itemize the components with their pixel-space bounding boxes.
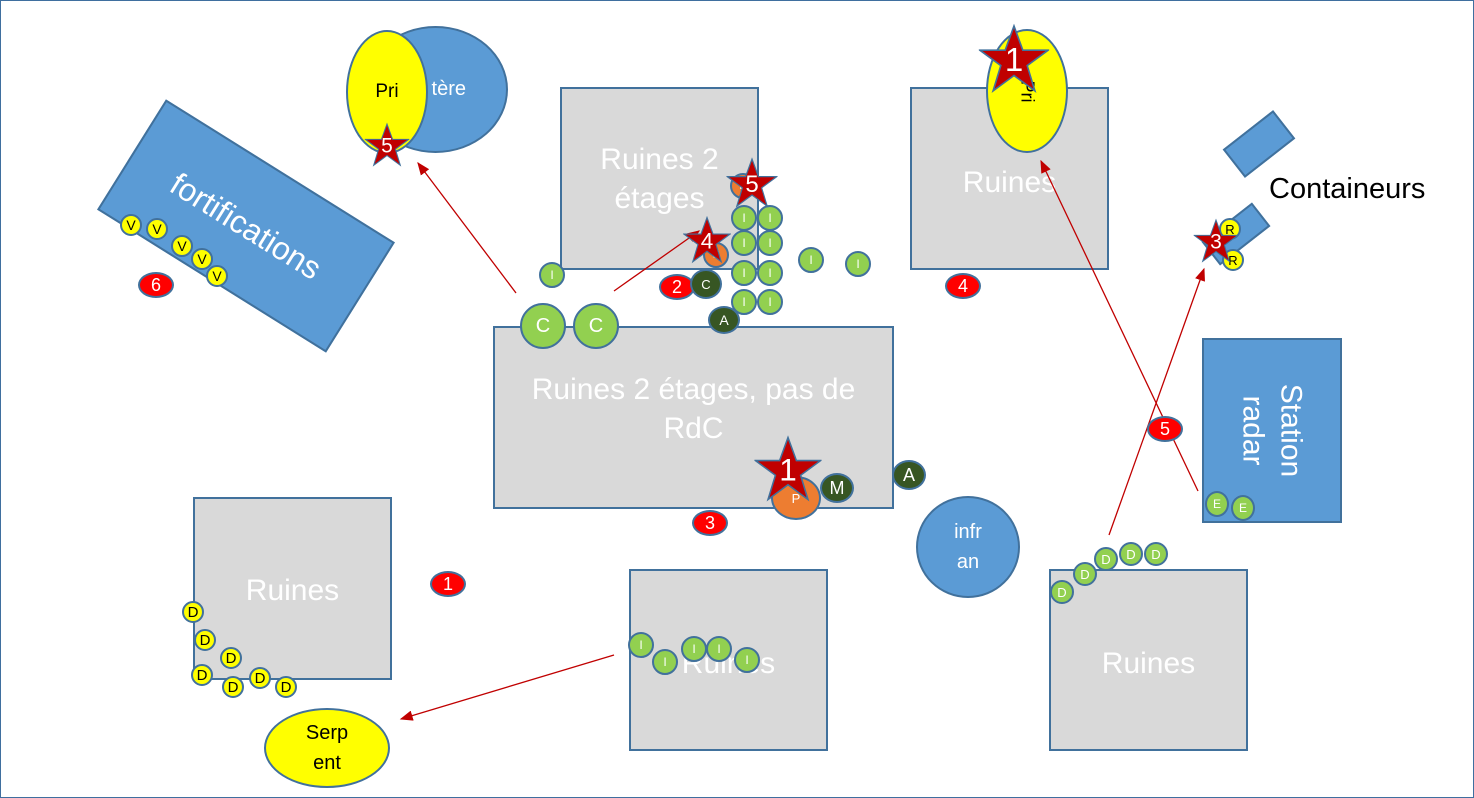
unit-token-vehicle: V xyxy=(171,235,193,257)
unit-token-infantry: I xyxy=(731,260,757,286)
unit-token-infantry: I xyxy=(731,230,757,256)
unit-token-mech: M xyxy=(820,473,854,503)
arrow-to-ruins-two-floors xyxy=(613,230,701,292)
arrow-to-containers xyxy=(1108,267,1205,536)
star-marker: 5 xyxy=(726,157,778,208)
star-marker: 5 xyxy=(364,122,410,168)
unit-token-infantry: I xyxy=(798,247,824,273)
star-label: 3 xyxy=(1210,230,1222,254)
unit-token-defender: D xyxy=(249,667,271,689)
star-label: 1 xyxy=(1004,42,1024,79)
unit-token-commander: C xyxy=(520,303,566,349)
star-icon xyxy=(978,23,1050,94)
unit-token-infantry: I xyxy=(757,205,783,231)
unit-token-infantry: I xyxy=(681,636,707,662)
ruins-two-floors: Ruines 2 étages xyxy=(560,87,759,270)
ruins-left-bottom-label: Ruines xyxy=(245,574,340,607)
star-label: 5 xyxy=(745,171,759,198)
star-icon xyxy=(364,122,410,167)
unit-token-infantry: I xyxy=(731,205,757,231)
objective-marker: 5 xyxy=(1147,416,1183,442)
objective-marker: 6 xyxy=(138,272,174,298)
star-marker: 4 xyxy=(683,216,731,264)
unit-token-defender: D xyxy=(194,629,216,651)
star-label: 1 xyxy=(779,453,797,488)
containers-label: Containeurs xyxy=(1269,173,1426,205)
unit-token-infantry: I xyxy=(757,289,783,315)
star-icon xyxy=(726,157,778,208)
unit-token-defender-green: D xyxy=(1144,542,1168,566)
unit-token-commander: C xyxy=(573,303,619,349)
unit-token-defender: D xyxy=(182,601,204,623)
cemetery-label: tère xyxy=(431,78,466,100)
unit-token-vehicle: V xyxy=(146,218,168,240)
star-marker: 3 xyxy=(1193,218,1239,264)
unit-token-dark-c: C xyxy=(690,269,722,299)
unit-token-infantry: I xyxy=(757,230,783,256)
unit-token-armor: A xyxy=(892,460,926,490)
star-marker: 1 xyxy=(978,23,1050,94)
unit-token-vehicle: V xyxy=(120,214,142,236)
ruins-right-bottom: Ruines xyxy=(1049,569,1248,751)
infran-label: infr an xyxy=(954,521,982,573)
ruins-two-floors-label: Ruines 2 étages xyxy=(600,142,719,215)
unit-token-armor: A xyxy=(708,306,740,334)
star-label: 4 xyxy=(700,228,714,254)
unit-token-engineer: E xyxy=(1205,491,1229,517)
unit-token-infantry: I xyxy=(652,649,678,675)
unit-token-defender-green: D xyxy=(1050,580,1074,604)
radar-station: Station radar xyxy=(1202,338,1342,523)
unit-token-defender: D xyxy=(191,664,213,686)
infran-zone: infr an xyxy=(916,496,1020,598)
arrow-to-priority-right xyxy=(1040,159,1199,492)
star-label: 5 xyxy=(381,134,393,158)
unit-token-infantry: I xyxy=(628,632,654,658)
unit-token-defender: D xyxy=(220,647,242,669)
unit-token-infantry: I xyxy=(757,260,783,286)
arrow-to-serpent xyxy=(399,654,615,721)
star-icon xyxy=(1193,218,1239,263)
unit-token-defender: D xyxy=(222,676,244,698)
unit-token-defender: D xyxy=(275,676,297,698)
ruins-center-label: Ruines 2 étages, pas de RdC xyxy=(531,372,856,445)
objective-marker: 3 xyxy=(692,510,728,536)
star-icon xyxy=(683,216,731,264)
unit-token-infantry: I xyxy=(539,262,565,288)
priority-left-label: Pri xyxy=(375,81,399,102)
star-marker: 1 xyxy=(754,435,822,502)
ruins-right-bottom-label: Ruines xyxy=(1101,647,1196,680)
unit-token-infantry: I xyxy=(706,636,732,662)
serpent-zone: Serp ent xyxy=(264,708,390,788)
objective-marker: 4 xyxy=(945,273,981,299)
unit-token-infantry: I xyxy=(734,647,760,673)
unit-token-defender-green: D xyxy=(1073,562,1097,586)
objective-marker: 1 xyxy=(430,571,466,597)
unit-token-engineer: E xyxy=(1231,495,1255,521)
star-icon xyxy=(754,435,822,502)
serpent-label: Serp ent xyxy=(305,722,349,774)
unit-token-vehicle: V xyxy=(206,265,228,287)
unit-token-defender-green: D xyxy=(1119,542,1143,566)
arrow-to-cemetery xyxy=(417,161,517,294)
unit-token-infantry: I xyxy=(845,251,871,277)
unit-token-defender-green: D xyxy=(1094,547,1118,571)
unit-token-vehicle: V xyxy=(191,248,213,270)
